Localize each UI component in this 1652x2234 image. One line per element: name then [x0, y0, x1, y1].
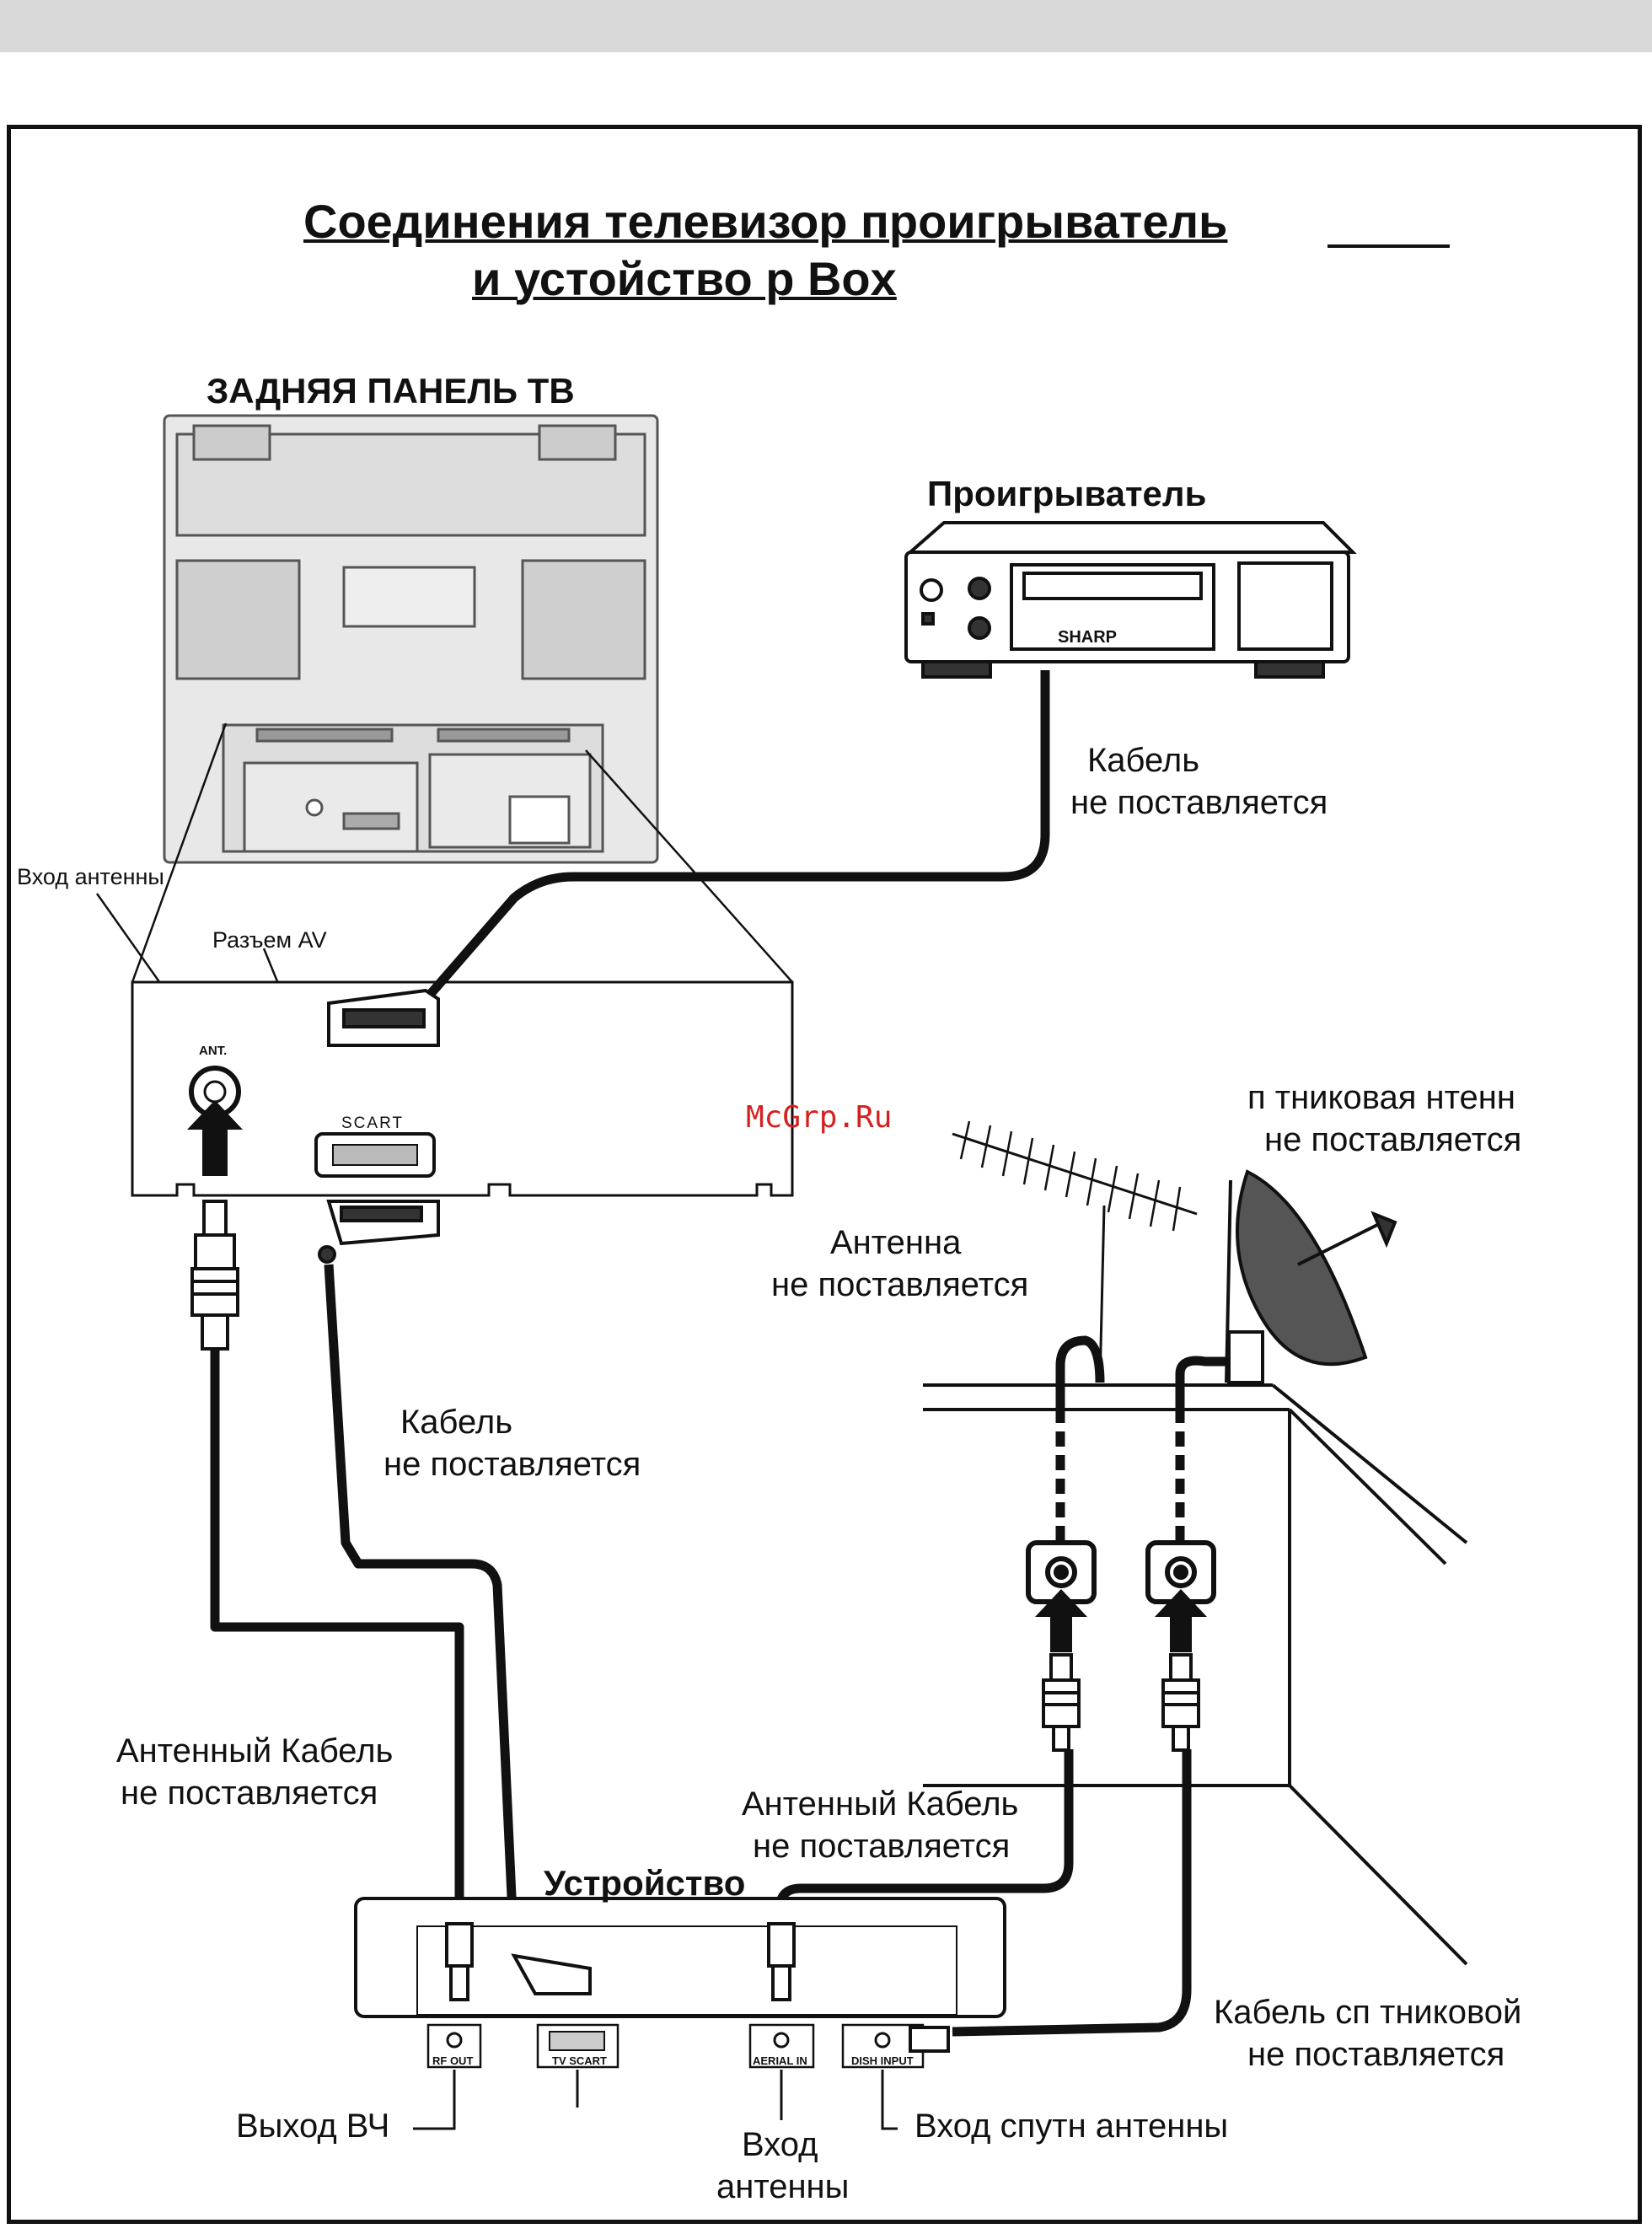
label-scart-port: SCART [341, 1114, 405, 1132]
socket-arrows [1035, 1589, 1207, 1652]
tv-heading: ЗАДНЯЯ ПАНЕЛЬ ТВ [206, 371, 575, 411]
building [923, 1383, 1468, 1966]
port-dish-input: DISH INPUT [851, 2054, 914, 2067]
port-rf-out: RF OUT [432, 2054, 474, 2067]
antenna-cable-left-line2: не поставляется [121, 1775, 378, 1812]
label-ant-port: ANT. [199, 1044, 228, 1058]
device-plugs [445, 1922, 950, 2053]
top-gray-bar [0, 0, 1652, 52]
label-aerial-in-line2: антенны [716, 2168, 850, 2205]
dish-cable-note-line2: не поставляется [1247, 2036, 1505, 2073]
page-title-line1: Соединения телевизор проигрыватель [303, 195, 1228, 248]
page-title-line2: и устойство р Box [472, 252, 897, 305]
cables [210, 670, 1226, 2037]
device-leaders [413, 2070, 898, 2130]
satellite-dish-icon [1225, 1169, 1397, 1384]
label-av-connector: Разъем AV [212, 927, 327, 953]
page-frame [7, 125, 1642, 2224]
player-brand: SHARP [1058, 628, 1117, 647]
antenna-cable-right-line2: не поставляется [753, 1828, 1011, 1865]
ant-plug [190, 1200, 239, 1351]
scart-plug-bottom [318, 1200, 440, 1264]
scart-plug-top [327, 988, 440, 1047]
dish-note-line2: не поставляется [1264, 1121, 1522, 1158]
dish-note-line1: п тниковая нтенн [1247, 1079, 1515, 1116]
dish-cable-note-line1: Кабель сп тниковой [1214, 1994, 1522, 2031]
port-aerial-in: AERIAL IN [753, 2054, 807, 2067]
antenna-note-line2: не поставляется [771, 1266, 1029, 1303]
antenna-cable-right-line1: Антенный Кабель [742, 1786, 1019, 1823]
label-dish-input: Вход спутн антенны [914, 2108, 1229, 2145]
aerial-antenna-icon [952, 1120, 1198, 1383]
label-antenna-input: Вход антенны [17, 864, 164, 889]
title-underline-extension [1328, 244, 1450, 248]
label-rf-out: Выход ВЧ [236, 2108, 390, 2145]
device-box [354, 1897, 1006, 2069]
player-heading: Проигрыватель [927, 474, 1207, 513]
port-tv-scart: TV SCART [552, 2054, 607, 2067]
player-cable-note-line2: не поставляется [1070, 784, 1328, 821]
tv-connector-panel [131, 980, 794, 1197]
antenna-note-line1: Антенна [830, 1224, 962, 1261]
tv-back-panel [163, 414, 659, 864]
socket-plugs [1042, 1653, 1200, 1752]
player-cable-note-line1: Кабель [1087, 742, 1200, 779]
label-aerial-in-line1: Вход [742, 2126, 818, 2163]
scart-cable-note-line1: Кабель [400, 1404, 513, 1441]
wall-cables [1055, 1408, 1185, 1543]
dvd-player [904, 521, 1357, 679]
device-heading: Устройство [544, 1863, 746, 1903]
antenna-cable-left-line1: Антенный Кабель [116, 1732, 394, 1769]
ant-arrow [187, 1100, 243, 1176]
scart-cable-note-line2: не поставляется [384, 1446, 641, 1483]
wall-sockets [1026, 1540, 1216, 1604]
watermark: McGrp.Ru [746, 1100, 893, 1135]
